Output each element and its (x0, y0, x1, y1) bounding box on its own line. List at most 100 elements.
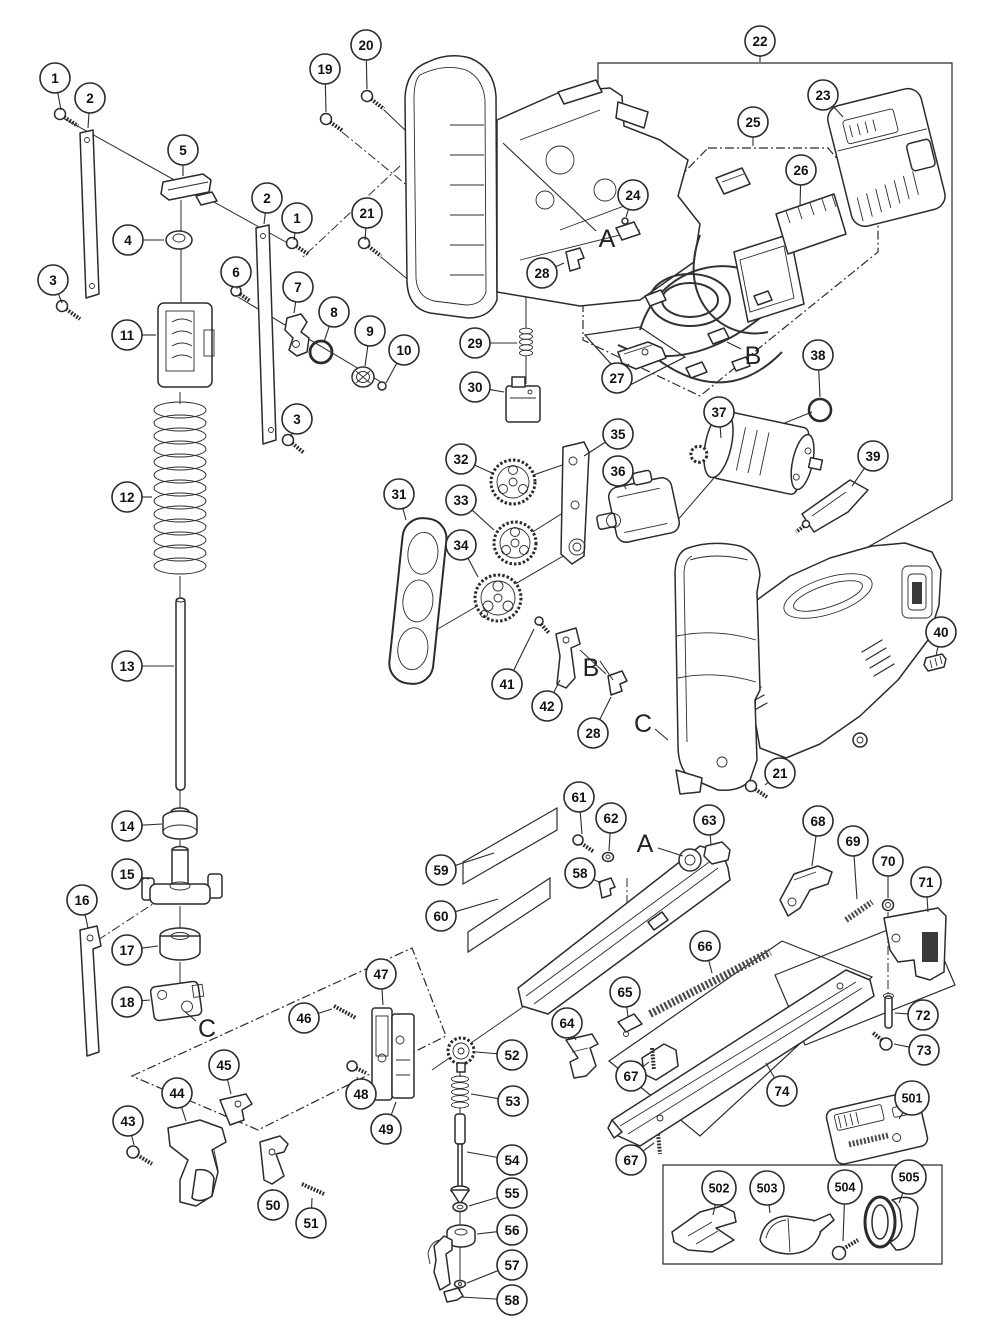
balloon-number: 56 (504, 1223, 520, 1238)
leader-line (898, 1192, 904, 1204)
balloon-circle (445, 529, 477, 561)
balloon-48: 48 (345, 1076, 377, 1110)
balloon-51: 51 (295, 1197, 327, 1239)
part-washer-9 (351, 366, 375, 388)
part-bushing-56 (446, 1224, 476, 1248)
letter-leader-line (726, 341, 742, 350)
letter-leader-line (502, 142, 597, 232)
balloon-number: 21 (772, 766, 788, 781)
balloon-number: 42 (539, 699, 554, 714)
leader-line (842, 1203, 845, 1242)
part-gear-32 (489, 458, 537, 506)
part-ratchet-lever-7 (284, 313, 310, 357)
leader-line (513, 628, 535, 671)
balloon-number: 29 (467, 336, 482, 351)
leader-line (364, 345, 369, 367)
balloon-circle (161, 1077, 193, 1109)
balloon-number: 66 (697, 939, 713, 954)
balloon-number: 17 (119, 943, 134, 958)
balloon-number: 40 (933, 625, 948, 640)
balloon-3: 3 (37, 264, 69, 304)
part-screw-48 (346, 1060, 367, 1075)
balloon-circle (370, 1113, 402, 1145)
leader-line (455, 852, 495, 866)
letter-leader-line (599, 660, 614, 681)
part-rail-strip-right (230, 224, 310, 455)
balloon-circle (220, 256, 252, 288)
balloon-number: 10 (396, 343, 411, 358)
balloon-circle (526, 257, 558, 289)
letter-label: B (745, 342, 762, 370)
balloon-504: 504 (827, 1169, 863, 1242)
balloon-number: 26 (793, 163, 809, 178)
balloon-24: 24 (617, 179, 649, 218)
balloon-number: 1 (293, 211, 301, 226)
part-spring-69 (844, 899, 874, 923)
balloon-4: 4 (112, 224, 164, 256)
balloon-62: 62 (595, 802, 627, 852)
balloon-circle (602, 455, 634, 487)
balloon-number: 13 (119, 659, 135, 674)
balloon-circle (496, 1249, 528, 1281)
balloon-number: 67 (623, 1069, 638, 1084)
part-glasses-503 (759, 1213, 835, 1255)
leader-line (471, 509, 495, 531)
leader-line (57, 92, 62, 111)
balloon-circle (37, 264, 69, 296)
balloon-circle (111, 986, 143, 1018)
balloon-69: 69 (837, 825, 869, 900)
leader-line (365, 59, 368, 90)
balloon-9: 9 (354, 315, 386, 367)
leader-line (226, 1079, 232, 1095)
balloon-49: 49 (370, 1101, 402, 1145)
part-pusher-67 (641, 1043, 679, 1155)
part-guide-block-5 (160, 173, 218, 206)
balloon-number: 48 (353, 1087, 369, 1102)
part-key-39 (794, 479, 869, 534)
balloon-number: 71 (918, 875, 934, 890)
balloon-number: 4 (124, 233, 132, 248)
letter-label: C (198, 1015, 216, 1043)
leader-line (468, 1196, 498, 1207)
leader-line (583, 441, 606, 457)
leader-line (460, 1296, 498, 1300)
part-screws-19-20-21 (319, 89, 386, 258)
part-gasket-31 (388, 517, 448, 685)
balloon-21: 21 (764, 757, 796, 789)
leader-line (709, 834, 712, 846)
part-holder-15 (141, 845, 223, 905)
balloon-circle (111, 934, 143, 966)
leader-line (553, 679, 561, 693)
balloon-circle (167, 134, 199, 166)
balloon-14: 14 (111, 810, 163, 842)
balloon-circle (601, 362, 633, 394)
balloon-number: 503 (757, 1182, 778, 1196)
balloon-number: 49 (378, 1122, 393, 1137)
balloon-number: 58 (504, 1293, 520, 1308)
balloon-number: 52 (504, 1048, 519, 1063)
balloon-circle (615, 1060, 647, 1092)
part-hook-505 (863, 1195, 919, 1251)
letter-marker-b-2: B (583, 654, 614, 682)
balloon-circle (802, 805, 834, 837)
balloon-number: 18 (119, 995, 135, 1010)
balloon-number: 19 (317, 62, 332, 77)
balloon-number: 67 (623, 1153, 638, 1168)
balloon-circle (111, 858, 143, 890)
balloon-6: 6 (220, 256, 252, 290)
part-screw-41 (534, 616, 551, 635)
balloon-number: 38 (810, 348, 826, 363)
balloon-28: 28 (577, 696, 612, 749)
part-feeder-spring-66 (648, 948, 772, 1018)
accessory-box (662, 1164, 943, 1265)
part-tool-body (674, 542, 942, 795)
part-sheet-59 (462, 806, 558, 886)
balloon-number: 74 (774, 1084, 790, 1099)
balloon-circle (496, 1039, 528, 1071)
balloon-23: 23 (807, 79, 844, 118)
leader-line (84, 914, 89, 929)
balloon-42: 42 (531, 679, 563, 722)
letter-marker-a-4: A (637, 830, 684, 858)
balloon-circle (563, 781, 595, 813)
